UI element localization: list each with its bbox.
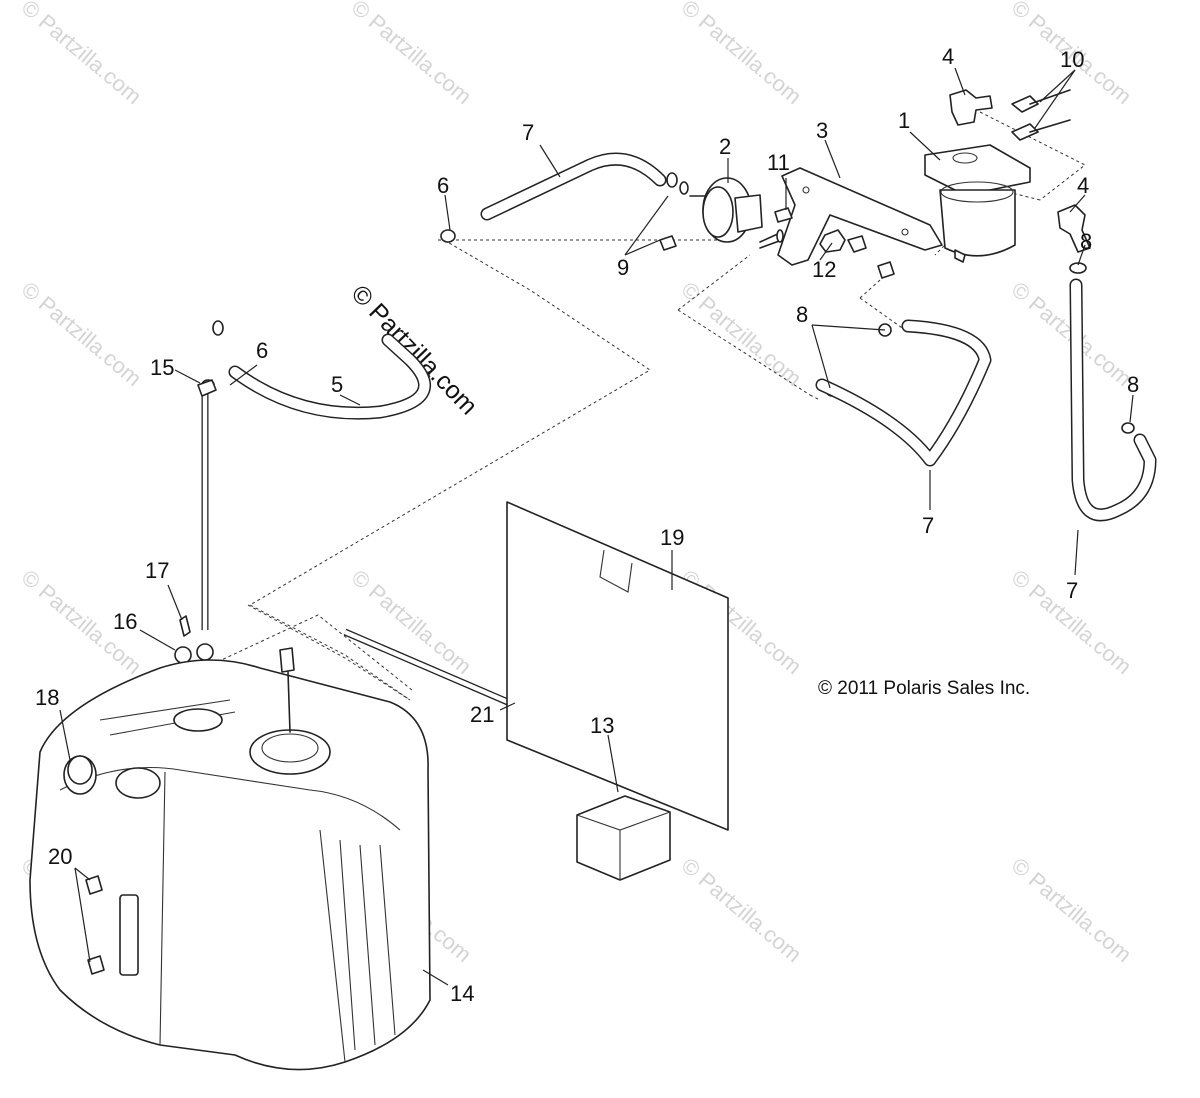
callout-1: 1 [898, 108, 910, 133]
callout-13: 13 [590, 713, 614, 738]
callout-15: 15 [150, 355, 174, 380]
watermark: © Partzilla.com [1007, 853, 1137, 967]
callout-8: 8 [1127, 372, 1139, 397]
rod [343, 628, 540, 719]
callout-6: 6 [437, 173, 449, 198]
callout-4: 4 [942, 44, 954, 69]
bolts [659, 207, 895, 279]
screw [1011, 89, 1071, 141]
callout-7: 7 [1066, 578, 1078, 603]
fuel-pump [689, 177, 784, 249]
tank-cap [67, 755, 93, 785]
vent-tube [197, 379, 217, 630]
callout-8: 8 [796, 302, 808, 327]
callout-5: 5 [331, 372, 343, 397]
foam-block [576, 795, 671, 881]
watermark: © Partzilla.com [677, 0, 807, 109]
heat-shield [506, 501, 729, 831]
fuel-hose [480, 152, 1157, 522]
clamps [201, 172, 1135, 434]
watermark: © Partzilla.com [347, 0, 477, 109]
watermark: © Partzilla.com [17, 0, 147, 109]
callout-20: 20 [48, 844, 72, 869]
tank-bolts [85, 875, 105, 975]
leader-lines [59, 67, 1134, 986]
grommet [174, 615, 214, 664]
callout-12: 12 [812, 257, 836, 282]
callout-9: 9 [617, 255, 629, 280]
callout-labels: 1 2 3 4 4 5 6 6 7 7 7 8 8 8 9 10 11 12 1… [35, 44, 1139, 1006]
callout-18: 18 [35, 685, 59, 710]
fuel-filter [924, 144, 1031, 263]
mounting-bracket [777, 167, 943, 266]
callout-6: 6 [256, 338, 268, 363]
watermark: © Partzilla.com [17, 277, 147, 391]
callout-4: 4 [1077, 173, 1089, 198]
callout-11: 11 [767, 150, 790, 175]
callout-21: 21 [470, 702, 494, 727]
callout-7: 7 [522, 120, 534, 145]
vent-hose [228, 333, 431, 420]
callout-3: 3 [816, 118, 828, 143]
copyright-notice: © 2011 Polaris Sales Inc. [818, 678, 1031, 699]
callout-2: 2 [719, 134, 731, 159]
fuel-tank [29, 647, 431, 1071]
callout-14: 14 [450, 981, 474, 1006]
callout-19: 19 [660, 525, 684, 550]
callout-10: 10 [1060, 47, 1084, 72]
callout-17: 17 [145, 558, 169, 583]
callout-8: 8 [1080, 229, 1092, 254]
watermark: © Partzilla.com [677, 277, 807, 391]
callout-7: 7 [922, 513, 934, 538]
watermark: © Partzilla.com [677, 853, 807, 967]
elbow-fitting [949, 89, 1091, 253]
callout-16: 16 [113, 609, 137, 634]
